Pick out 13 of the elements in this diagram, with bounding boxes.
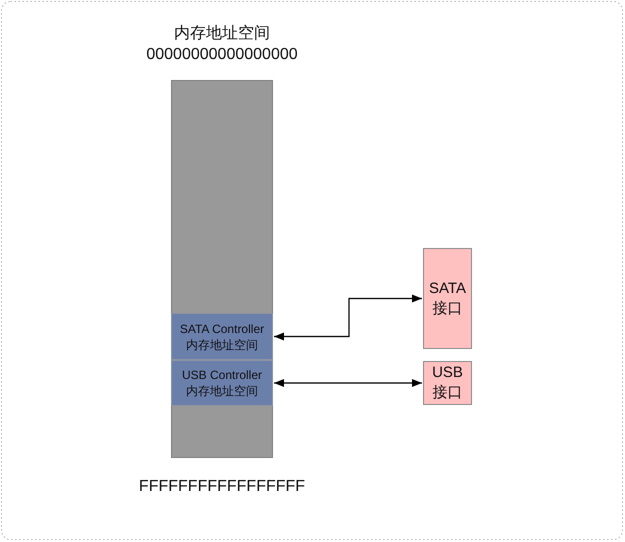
box-label: USB 接口	[431, 363, 464, 403]
address-label: FFFFFFFFFFFFFFFFF	[138, 477, 306, 497]
port-box	[423, 248, 472, 349]
column-heading: 内存地址空间	[174, 24, 270, 44]
memory-region	[171, 313, 273, 360]
memory-region	[171, 360, 273, 406]
box-label: SATA 接口	[428, 278, 467, 318]
address-label: 00000000000000000	[146, 45, 298, 65]
double-arrow	[274, 379, 422, 387]
port-box	[423, 361, 472, 405]
double-arrow	[274, 294, 422, 340]
box-label: USB Controller 内存地址空间	[180, 367, 264, 399]
box-label: SATA Controller 内存地址空间	[178, 320, 266, 352]
